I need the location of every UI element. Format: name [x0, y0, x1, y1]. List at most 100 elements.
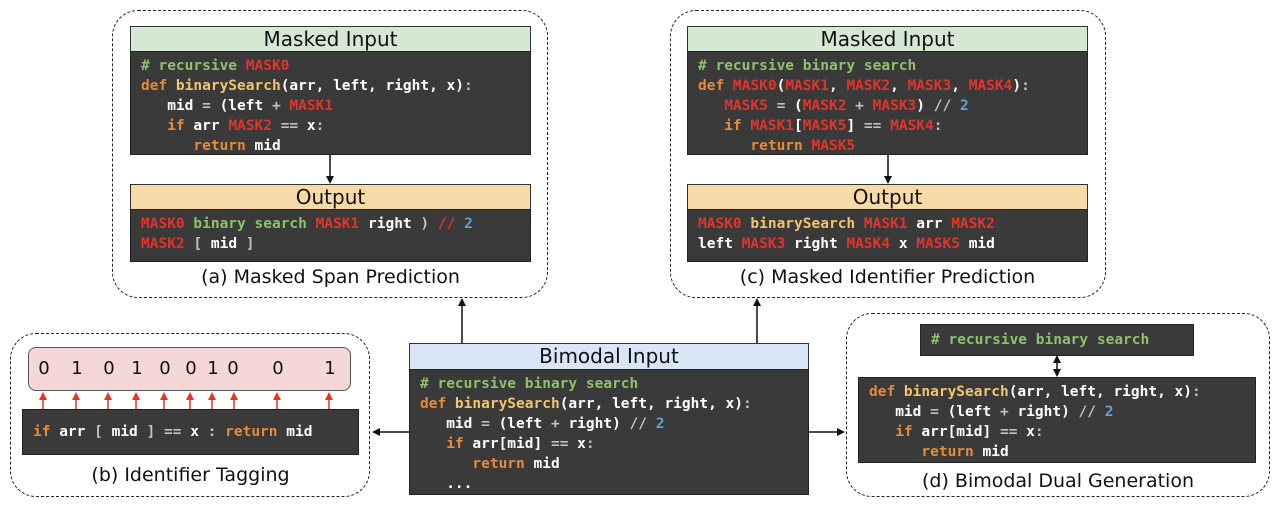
code-token: return — [420, 456, 534, 472]
code-line: if arr[mid] == x: — [420, 434, 798, 454]
tag-value: 1 — [131, 358, 143, 379]
code-token: , — [828, 78, 847, 94]
code-line: if arr [ mid ] == x : return mid — [33, 422, 348, 442]
code-token: right) — [1017, 404, 1079, 420]
code-token: MASK5 — [916, 236, 969, 252]
code-line: # recursive binary search — [931, 330, 1183, 350]
code-token: MASK3 — [872, 98, 917, 114]
code-token: # recursive — [141, 58, 246, 74]
code-line: def MASK0(MASK1, MASK2, MASK3, MASK4): — [698, 76, 1077, 96]
code-token: == — [280, 118, 307, 134]
code-token: == — [550, 436, 578, 452]
code-token: MASK0 — [698, 216, 751, 232]
tag-value: 1 — [207, 358, 219, 379]
code-token: mid — [533, 456, 560, 472]
code-token: 2 — [464, 216, 473, 232]
code-token: x — [577, 436, 586, 452]
code-token: MASK1 — [750, 118, 795, 134]
caption-b: (b) Identifier Tagging — [91, 464, 290, 486]
code-token: MASK4 — [890, 118, 934, 134]
code-token: (left — [947, 404, 1000, 420]
code-line: MASK2 [ mid ] — [141, 234, 520, 254]
caption-c: (c) Masked Identifier Prediction — [739, 266, 1036, 288]
code-token: mid — [141, 98, 203, 114]
code-token: MASK2 — [228, 118, 281, 134]
code-token: (left — [219, 98, 272, 114]
code-token: mid — [254, 138, 281, 154]
code-token: left — [698, 236, 742, 252]
code-line: mid = (left + MASK1 — [141, 96, 520, 116]
code-line: MASK0 binary search MASK1 right ) // 2 — [141, 214, 520, 234]
code-token: MASK4 — [968, 78, 1013, 94]
code-token: binarySearch — [750, 216, 864, 232]
code-token: ] — [146, 424, 164, 440]
code-token: (arr, left, right, x) — [1008, 384, 1193, 400]
code-token: MASK1 — [863, 216, 917, 232]
code-line: return mid — [420, 454, 798, 474]
code-line: return MASK5 — [698, 136, 1077, 156]
code-token: arr — [59, 424, 95, 440]
code-token: (arr, left, right, x) — [280, 78, 465, 94]
code-token: [ — [794, 118, 803, 134]
code-line: return mid — [141, 136, 520, 156]
output-code-c: MASK0 binarySearch MASK1 arr MASK2 left M… — [687, 209, 1088, 262]
tag-value: 1 — [71, 358, 83, 379]
code-line: MASK0 binarySearch MASK1 arr MASK2 — [698, 214, 1077, 234]
code-line: return mid — [869, 442, 1245, 462]
code-token: x — [306, 118, 316, 134]
code-token: // — [629, 416, 656, 432]
code-token: return — [141, 138, 255, 154]
code-token: : — [585, 436, 595, 452]
code-token: = — [930, 404, 948, 420]
code-token: MASK0 — [245, 58, 290, 74]
code-token: # recursive binary search — [931, 332, 1150, 348]
code-token: mid — [968, 236, 995, 252]
code-token: MASK0 — [141, 216, 194, 232]
dual-generation-code: def binarySearch(arr, left, right, x): m… — [858, 377, 1256, 463]
code-token: if — [698, 118, 751, 134]
code-token: : — [1021, 78, 1030, 94]
code-token: def — [420, 396, 455, 412]
tag-value: 0 — [38, 358, 50, 379]
code-token: arr — [916, 216, 952, 232]
code-token: ] — [245, 236, 255, 252]
code-token: if — [869, 424, 922, 440]
code-token: : — [207, 424, 226, 440]
code-token: # recursive binary search — [420, 376, 639, 392]
code-token: 2 — [959, 98, 969, 114]
code-token: MASK5 — [811, 138, 856, 154]
code-token: // — [1078, 404, 1105, 420]
code-token: mid — [420, 416, 482, 432]
code-token: right) — [568, 416, 630, 432]
code-token: MASK1 — [315, 216, 368, 232]
code-token: : — [1192, 384, 1201, 400]
code-token: : — [743, 396, 752, 412]
code-token: def — [869, 384, 904, 400]
bimodal-input-header: Bimodal Input — [409, 343, 809, 370]
code-token: MASK1 — [785, 78, 829, 94]
tag-value: 0 — [227, 358, 239, 379]
output-header-a: Output — [130, 184, 531, 210]
code-token: binary search — [193, 216, 316, 232]
code-token: mid — [869, 404, 931, 420]
code-token: ) — [1012, 78, 1022, 94]
tag-value: 0 — [159, 358, 171, 379]
code-token: ) — [916, 98, 934, 114]
code-token: binarySearch — [903, 384, 1009, 400]
code-token: : — [933, 118, 943, 134]
code-token: if — [33, 424, 60, 440]
code-line: MASK5 = (MASK2 + MASK3) // 2 — [698, 96, 1077, 116]
dual-generation-comment: # recursive binary search — [920, 324, 1194, 356]
code-token: MASK4 — [846, 236, 899, 252]
code-token: arr[mid] — [921, 424, 1000, 440]
code-line: # recursive MASK0 — [141, 56, 520, 76]
code-token: x — [1026, 424, 1035, 440]
code-token: ... — [420, 476, 473, 492]
code-token: MASK1 — [289, 98, 334, 114]
code-token: mid — [982, 444, 1009, 460]
code-token: return — [698, 138, 812, 154]
code-token: ( — [794, 98, 803, 114]
